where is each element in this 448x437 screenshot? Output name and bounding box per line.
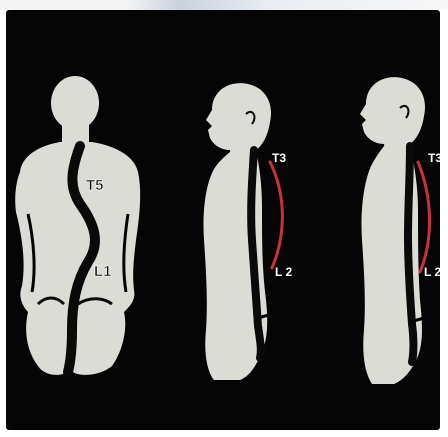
- label-l2-1: L 2: [275, 265, 292, 279]
- label-t5: T5: [86, 177, 104, 194]
- label-l1: L1: [94, 263, 112, 280]
- label-t3-2: T3: [428, 151, 442, 165]
- figure-back-view: T5 L1: [15, 76, 140, 375]
- kyphosis-marker-2: [418, 162, 430, 272]
- figure-side-view-1: T3 L 2: [204, 83, 293, 380]
- kyphosis-marker-1: [270, 162, 282, 268]
- label-t3-1: T3: [272, 151, 286, 165]
- figure-side-view-2: T3 L 2: [360, 77, 442, 384]
- label-l2-2: L 2: [424, 265, 441, 279]
